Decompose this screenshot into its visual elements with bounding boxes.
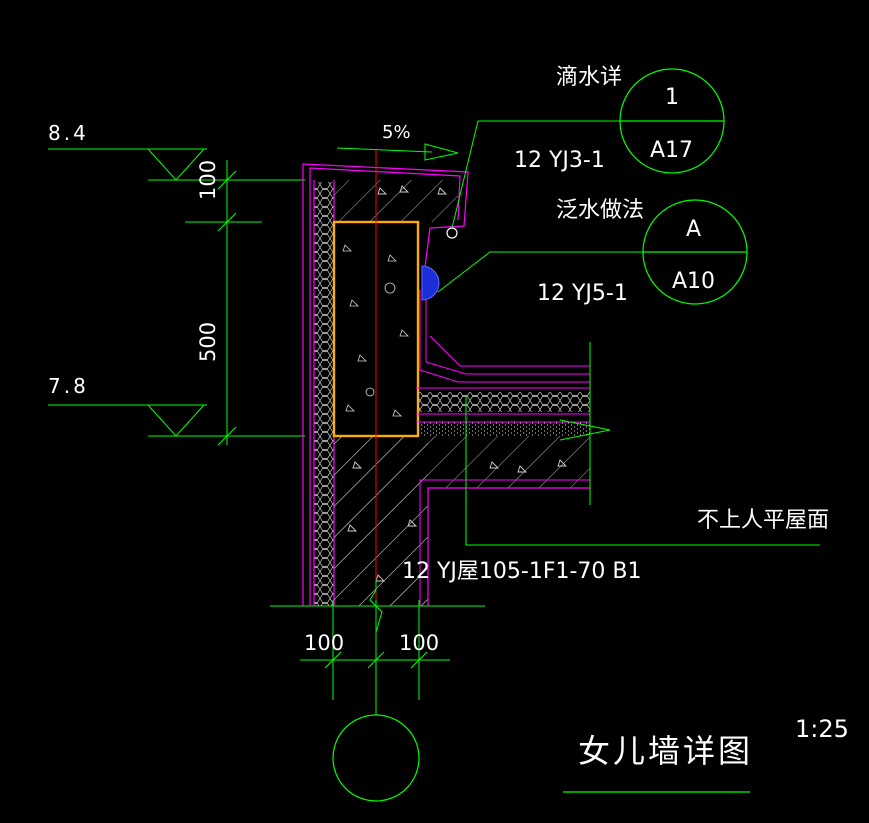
roof-fall-arrow <box>559 419 611 441</box>
horizontal-dimension <box>300 600 450 715</box>
drip-groove <box>446 227 458 239</box>
drawing-title: 女儿墙详图 <box>578 732 753 770</box>
axis-bubble <box>332 714 420 802</box>
roof-screed <box>418 422 590 436</box>
drawing-scale: 1:25 <box>795 715 849 743</box>
flashing-sealant <box>421 265 440 301</box>
slab-outline-inner <box>419 479 590 606</box>
callout-flashing <box>642 199 748 305</box>
break-symbol <box>369 580 383 633</box>
callout-flashing-title: 泛水做法 <box>556 198 644 223</box>
elevation-bottom-text: 7.8 <box>48 374 89 398</box>
callout-drip <box>619 68 725 174</box>
flashing-layers <box>416 290 590 423</box>
concrete-aggregate <box>347 185 568 582</box>
roof-label: 不上人平屋面 <box>697 508 829 533</box>
roof-insulation <box>418 392 590 412</box>
roof-leader <box>465 396 820 546</box>
elevation-marker-bottom: 7.8 <box>48 374 305 437</box>
coping-cap <box>334 180 458 222</box>
callout-drip-title: 滴水详 <box>556 65 622 90</box>
slab-outline <box>427 487 590 606</box>
roof-reference: 12 YJ屋105-1F1-70 B1 <box>402 559 642 584</box>
callout-flashing-reference: 12 YJ5-1 <box>537 281 628 306</box>
callout-drip-reference: 12 YJ3-1 <box>514 148 605 173</box>
dimension-coping-height: 100 <box>196 160 220 200</box>
slope-arrow <box>336 143 459 161</box>
elevation-top-text: 8.4 <box>48 121 89 145</box>
vertical-dimension <box>185 160 262 446</box>
insulation-layer <box>314 182 334 606</box>
dimension-left-width: 100 <box>304 631 344 655</box>
flashing-leader <box>437 251 643 293</box>
dimension-right-width: 100 <box>399 631 439 655</box>
callout-drip-sheet: A17 <box>650 138 693 163</box>
beam-aggregate <box>342 244 409 417</box>
drip-leader <box>451 120 622 229</box>
elevation-marker-top: 8.4 <box>48 121 305 181</box>
slope-text: 5% <box>382 122 411 143</box>
callout-drip-number: 1 <box>665 85 679 110</box>
callout-flashing-sheet: A10 <box>672 269 715 294</box>
callout-flashing-number: A <box>686 217 701 242</box>
roof-slab <box>334 436 590 606</box>
dimension-parapet-height: 500 <box>196 322 220 362</box>
